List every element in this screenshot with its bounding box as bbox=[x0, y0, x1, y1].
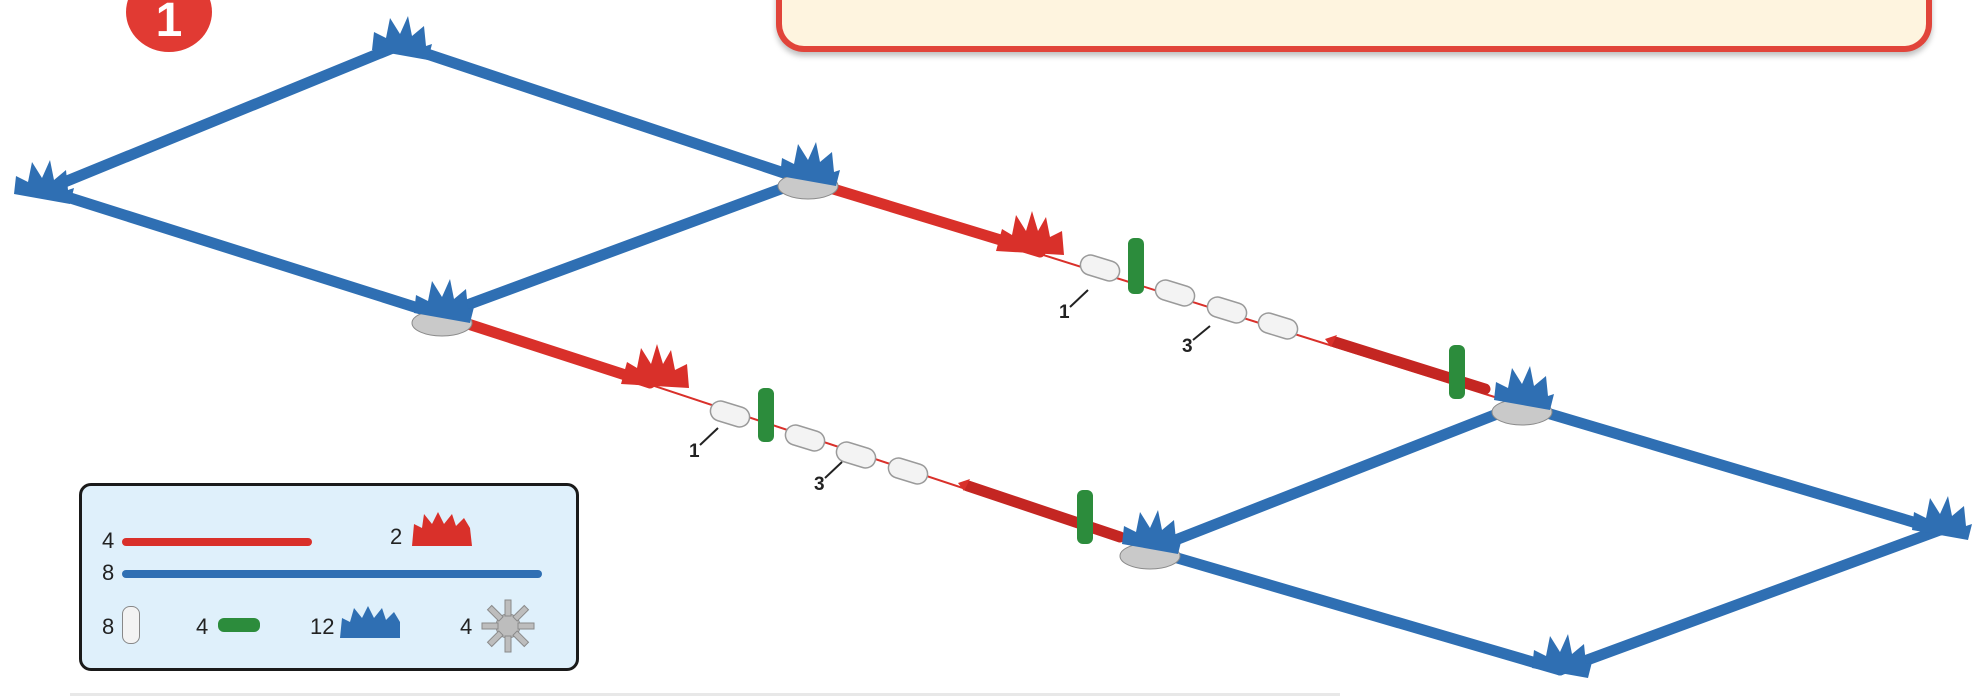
white-spacer bbox=[1257, 312, 1299, 340]
red-rod bbox=[459, 317, 656, 389]
white-spacer bbox=[784, 424, 826, 452]
instruction-callout bbox=[776, 0, 1932, 52]
blue-rod-part bbox=[122, 570, 542, 578]
green-connectors bbox=[758, 238, 1465, 544]
red-connector bbox=[996, 211, 1064, 255]
right-square-frame bbox=[1144, 399, 1946, 676]
green-connector-part bbox=[218, 618, 260, 632]
green-connector bbox=[1449, 345, 1465, 399]
red-connector-qty: 2 bbox=[390, 524, 403, 549]
blue-rod bbox=[1144, 399, 1526, 556]
blue-rod bbox=[394, 39, 811, 186]
page-divider bbox=[70, 693, 1340, 696]
leader-line bbox=[1192, 325, 1211, 341]
green-connector bbox=[1128, 238, 1144, 294]
gray-hub-part bbox=[478, 598, 538, 654]
white-spacer bbox=[835, 441, 877, 469]
red-rod-part bbox=[122, 538, 312, 546]
blue-connector bbox=[780, 142, 840, 186]
white-spacer-part bbox=[122, 606, 140, 644]
red-connector-part bbox=[410, 512, 474, 546]
white-spacer-qty: 8 bbox=[102, 614, 115, 639]
connector-count-label: 1 bbox=[1059, 302, 1070, 323]
leader-line bbox=[699, 427, 719, 446]
leader-line bbox=[1069, 289, 1089, 308]
leader-line bbox=[824, 461, 843, 479]
blue-connectors bbox=[14, 16, 1972, 678]
leader-lines bbox=[699, 289, 1211, 479]
white-spacer bbox=[1206, 296, 1248, 324]
blue-connector-part bbox=[338, 604, 402, 638]
blue-connector bbox=[372, 16, 432, 60]
blue-rod-qty: 8 bbox=[102, 560, 115, 585]
spacer-count-label: 3 bbox=[1182, 336, 1193, 357]
green-connector-qty: 4 bbox=[196, 614, 209, 639]
blue-rod bbox=[1144, 544, 1566, 676]
red-connector bbox=[621, 344, 689, 388]
blue-rod bbox=[39, 39, 406, 196]
connector-count-label: 1 bbox=[689, 441, 700, 462]
spacer-count-label: 3 bbox=[814, 474, 825, 495]
white-spacer bbox=[1079, 254, 1121, 282]
blue-connector bbox=[1912, 496, 1972, 540]
white-spacers bbox=[709, 254, 1299, 485]
blue-connector bbox=[14, 160, 74, 204]
blue-rod bbox=[434, 174, 811, 321]
arrow-head bbox=[958, 479, 970, 491]
white-spacer bbox=[1154, 279, 1196, 307]
blue-connector-qty: 12 bbox=[310, 614, 335, 639]
red-connectors bbox=[621, 211, 1064, 388]
blue-rod bbox=[39, 184, 446, 321]
blue-connector bbox=[414, 279, 474, 323]
red-rod bbox=[962, 480, 1126, 543]
count-labels: 1 3 1 3 bbox=[689, 302, 1193, 495]
green-connector bbox=[1077, 490, 1093, 544]
blue-connector bbox=[1494, 366, 1554, 410]
left-square-frame bbox=[39, 39, 811, 321]
arrow-head bbox=[1325, 335, 1337, 347]
white-spacer bbox=[887, 457, 929, 485]
red-rod-qty: 4 bbox=[102, 528, 115, 553]
white-spacer bbox=[709, 400, 751, 428]
green-connector bbox=[758, 388, 774, 442]
gray-hub-qty: 4 bbox=[460, 614, 473, 639]
blue-rod bbox=[1554, 524, 1946, 676]
blue-connector bbox=[1532, 634, 1592, 678]
blue-connector bbox=[1122, 510, 1182, 554]
blue-rod bbox=[1514, 399, 1946, 536]
parts-list-panel: 4 2 8 8 4 12 4 bbox=[79, 483, 579, 671]
